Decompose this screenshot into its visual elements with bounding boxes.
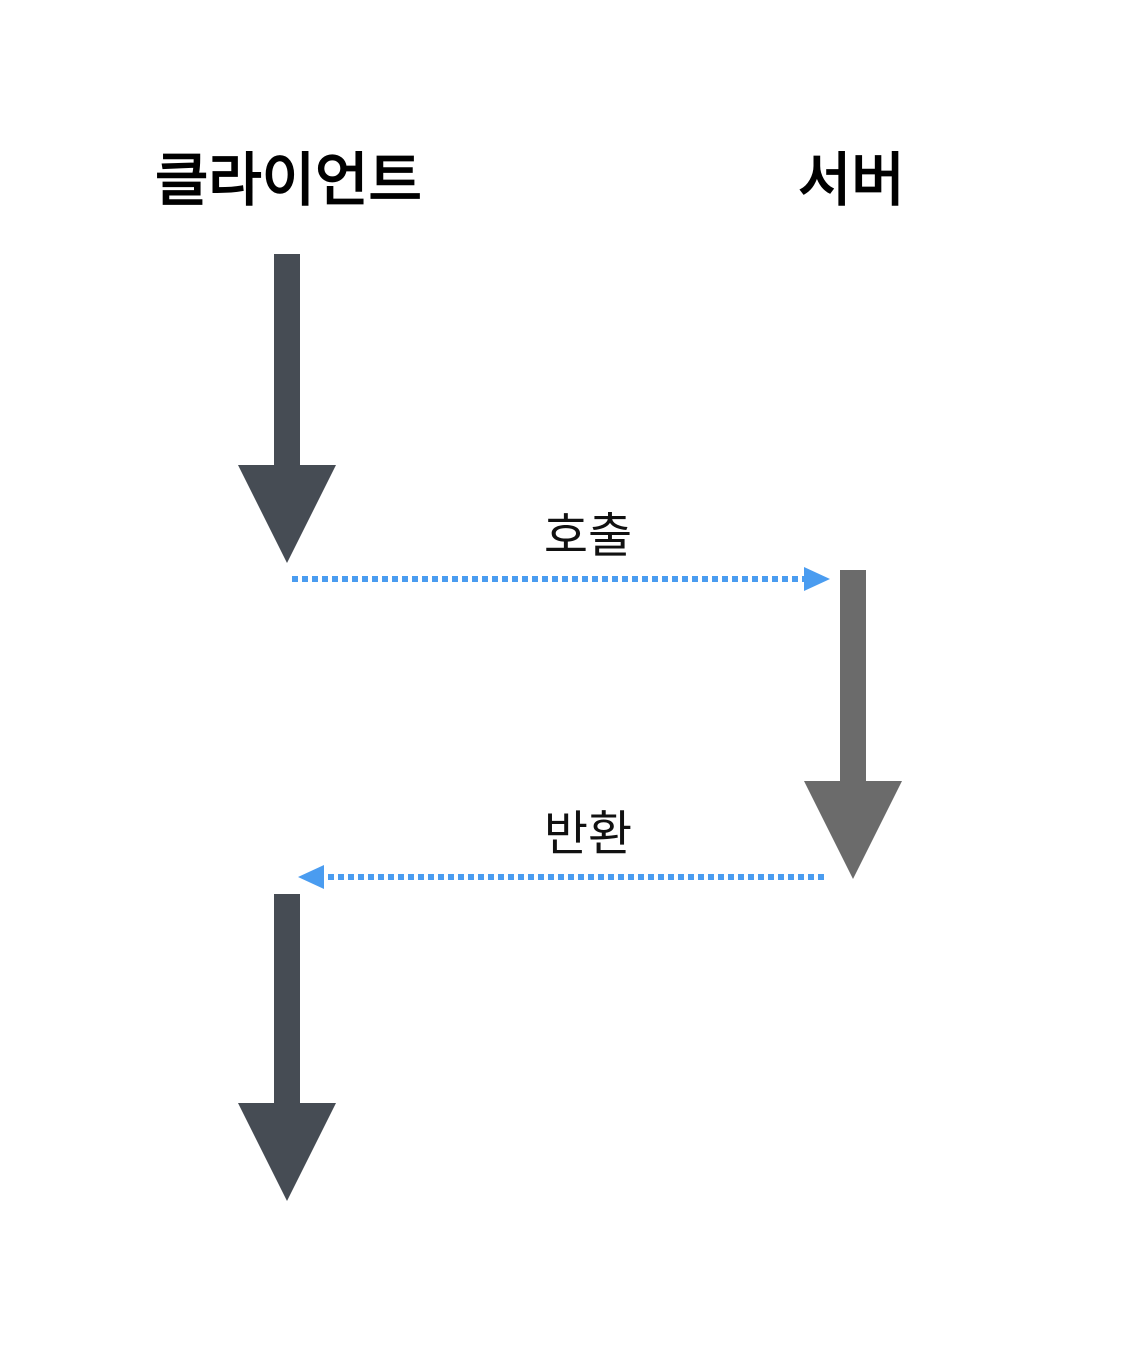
return-message-arrow [298, 865, 824, 889]
client-flow-arrow-2 [238, 894, 336, 1201]
call-message-label: 호출 [543, 508, 633, 564]
server-lane-title: 서버 [798, 146, 905, 214]
client-flow-arrow-1 [238, 254, 336, 563]
client-lane-title: 클라이언트 [155, 146, 422, 214]
call-message-arrow [292, 567, 830, 591]
return-message-label: 반환 [543, 806, 633, 862]
server-flow-arrow [804, 570, 902, 879]
